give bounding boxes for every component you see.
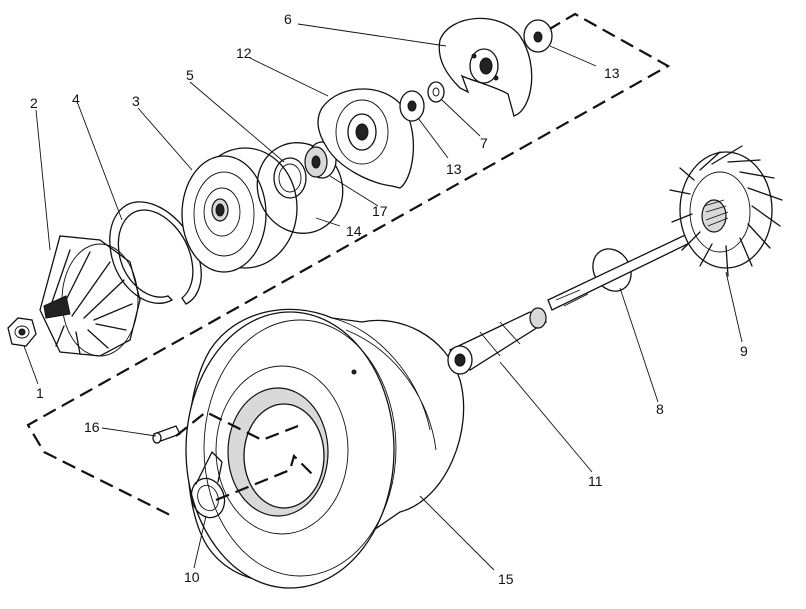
part-10-retaining-clip xyxy=(190,451,226,519)
part-12-thrust-plate xyxy=(317,88,415,189)
callout-3: 3 xyxy=(132,93,140,109)
part-13-thrust-washer-upper xyxy=(523,19,553,53)
callout-13-upper: 13 xyxy=(604,65,620,81)
part-11-journal-bearing xyxy=(447,307,548,375)
part-7-spacer xyxy=(427,81,445,103)
callout-9: 9 xyxy=(740,343,748,359)
callout-11: 11 xyxy=(588,473,603,489)
part-1-nut xyxy=(7,317,37,347)
callout-1: 1 xyxy=(36,385,44,401)
part-4-snap-ring xyxy=(109,201,202,305)
callout-14: 14 xyxy=(346,223,362,239)
part-2-compressor-wheel xyxy=(39,235,141,357)
part-16-pin xyxy=(152,425,181,444)
callout-labels: 1 2 3 4 5 6 7 8 9 10 11 12 13 13 14 15 1… xyxy=(30,11,748,587)
part-13-thrust-washer-lower xyxy=(399,90,425,122)
callout-15: 15 xyxy=(498,571,514,587)
housing-dashed-path xyxy=(175,410,313,502)
assembly-dashed-path xyxy=(26,12,671,516)
callout-17: 17 xyxy=(372,203,388,219)
callout-8: 8 xyxy=(656,401,664,417)
callout-13-lower: 13 xyxy=(446,161,462,177)
part-15-center-housing xyxy=(185,308,465,589)
callout-16: 16 xyxy=(84,419,100,435)
callout-5: 5 xyxy=(186,67,194,83)
callout-2: 2 xyxy=(30,95,38,111)
callout-12: 12 xyxy=(236,45,252,61)
part-6-thrust-bearing xyxy=(438,17,533,117)
part-9-turbine-wheel-shaft xyxy=(547,145,783,311)
part-3-seal-insert xyxy=(181,147,298,273)
leader-lines xyxy=(23,23,743,571)
part-5-piston-ring xyxy=(273,157,307,199)
callout-6: 6 xyxy=(284,11,292,27)
callout-7: 7 xyxy=(480,135,488,151)
callout-4: 4 xyxy=(72,91,80,107)
part-14-o-ring xyxy=(256,142,344,234)
callout-10: 10 xyxy=(184,569,200,585)
